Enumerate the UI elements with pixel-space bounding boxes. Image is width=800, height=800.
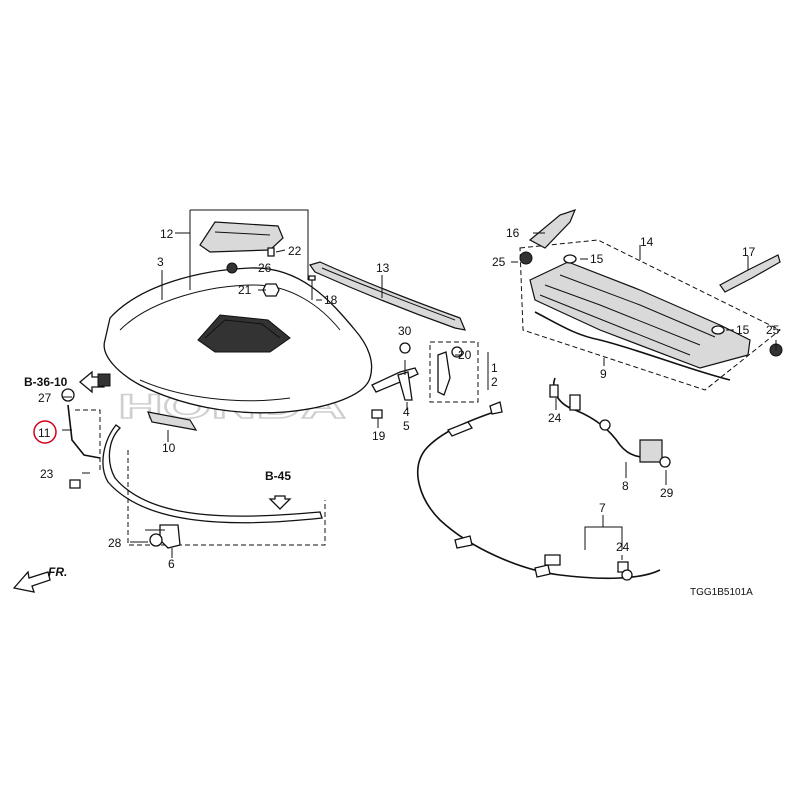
leader-lines [62, 232, 777, 560]
hood-scoop-group [175, 209, 309, 297]
hood-part[interactable] [103, 267, 373, 414]
label-29[interactable]: 29 [660, 486, 674, 500]
up-arrow-icon [268, 495, 292, 510]
bolt-20[interactable] [451, 346, 463, 358]
front-label: FR. [48, 565, 67, 579]
label-24a[interactable]: 24 [548, 411, 562, 425]
ref-b45[interactable]: B-45 [265, 469, 291, 483]
hood-stay-11[interactable] [61, 388, 101, 489]
release-handle-8[interactable] [639, 439, 671, 468]
grommet-27[interactable] [61, 388, 75, 402]
label-14[interactable]: 14 [640, 235, 654, 249]
label-11[interactable]: 11 [38, 426, 51, 440]
clip-26[interactable] [226, 262, 238, 274]
hood-seal-13[interactable] [309, 261, 466, 331]
label-17[interactable]: 17 [742, 245, 756, 259]
label-12[interactable]: 12 [160, 227, 174, 241]
label-27[interactable]: 27 [38, 391, 52, 405]
label-8[interactable]: 8 [622, 479, 629, 493]
front-direction: FR. [12, 565, 67, 593]
diagram-code: TGG1B5101A [690, 587, 753, 598]
clips-15[interactable] [563, 254, 725, 335]
cowl-seal-9[interactable] [534, 311, 731, 381]
label-1[interactable]: 1 [491, 361, 498, 375]
hood-stay-bracket [75, 409, 101, 470]
hood-release-cable-7[interactable] [417, 377, 661, 580]
clip-19[interactable] [371, 409, 383, 419]
label-18[interactable]: 18 [324, 293, 338, 307]
clips-24[interactable] [549, 384, 633, 581]
label-7[interactable]: 7 [599, 501, 606, 515]
highlight-circle [33, 420, 57, 444]
b3610-ref[interactable] [78, 370, 111, 394]
label-24b[interactable]: 24 [616, 540, 630, 554]
label-25a[interactable]: 25 [492, 255, 506, 269]
part-labels: 3 12 22 26 21 13 18 30 20 1 2 4 5 19 10 … [38, 226, 780, 571]
label-23[interactable]: 23 [40, 467, 54, 481]
b45-bracket [127, 450, 326, 546]
clip-23[interactable] [69, 479, 81, 489]
hinge-bracket-1-2[interactable] [429, 341, 479, 403]
label-16[interactable]: 16 [506, 226, 520, 240]
ref-b3610[interactable]: B-36-10 [24, 375, 68, 389]
label-28[interactable]: 28 [108, 536, 122, 550]
label-13[interactable]: 13 [376, 261, 390, 275]
label-15a[interactable]: 15 [590, 252, 604, 266]
cowl-dashed-box [519, 239, 781, 391]
label-2[interactable]: 2 [491, 375, 498, 389]
cowl-top-14[interactable] [529, 261, 751, 369]
label-6[interactable]: 6 [168, 557, 175, 571]
label-9[interactable]: 9 [600, 367, 607, 381]
clip-29[interactable] [659, 456, 671, 468]
screw-22[interactable] [267, 247, 275, 257]
cowl-bracket-16[interactable] [528, 209, 577, 249]
label-5[interactable]: 5 [403, 419, 410, 433]
seal-10[interactable] [147, 411, 198, 431]
hood-hinge[interactable] [371, 342, 419, 419]
label-30[interactable]: 30 [398, 324, 412, 338]
bolt-30[interactable] [399, 342, 411, 354]
hood-scoop[interactable] [199, 221, 284, 253]
label-19[interactable]: 19 [372, 429, 386, 443]
label-21[interactable]: 21 [238, 283, 252, 297]
bumper-27a [97, 373, 111, 387]
stay-18[interactable] [308, 275, 316, 300]
cowl-bracket-17[interactable] [719, 254, 781, 293]
front-strip[interactable] [102, 424, 323, 524]
label-10[interactable]: 10 [162, 441, 176, 455]
label-15b[interactable]: 15 [736, 323, 750, 337]
label-26[interactable]: 26 [258, 261, 272, 275]
label-4[interactable]: 4 [403, 405, 410, 419]
ref-b45-group[interactable]: B-45 [265, 469, 292, 510]
label-22[interactable]: 22 [288, 244, 302, 258]
label-20[interactable]: 20 [458, 348, 472, 362]
bolt-28[interactable] [149, 533, 163, 547]
label-3[interactable]: 3 [157, 255, 164, 269]
front-arrow-icon [12, 570, 51, 593]
label-25b[interactable]: 25 [766, 323, 780, 337]
hood-latch-6[interactable] [145, 524, 181, 549]
